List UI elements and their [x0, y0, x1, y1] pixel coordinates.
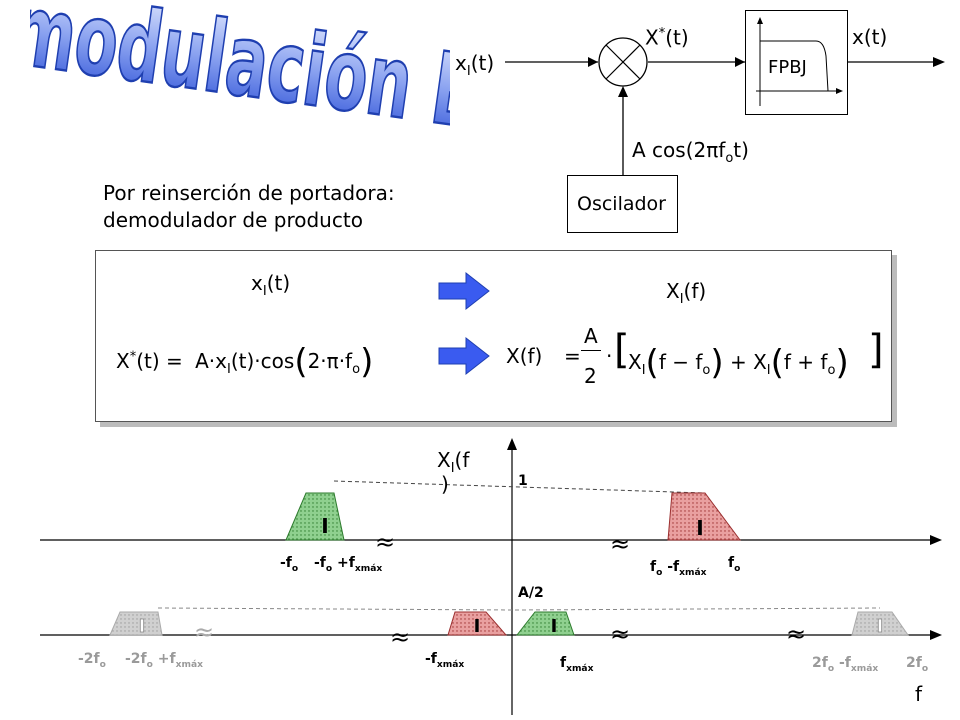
- oscillator-block: Oscilador: [567, 175, 678, 233]
- spectrum-block-top-right: [667, 492, 741, 541]
- description-line-2: demodulador de producto: [103, 208, 363, 232]
- block-diagram-wires: [505, 37, 945, 175]
- axis-break-5: ≈: [610, 620, 630, 648]
- spectrum-block-bottom-far-left: [109, 611, 163, 636]
- level-label-mid: A/2: [518, 585, 544, 601]
- filter-label: FPBJ: [768, 57, 807, 78]
- freq-signal-term: XI(f): [666, 279, 707, 307]
- axis-break-3: ≈: [194, 618, 214, 646]
- block-label-bottom-left: I: [474, 616, 481, 637]
- freq-label-neg-2fo: -2fo: [78, 651, 106, 670]
- product-signal-label: X*(t): [645, 25, 689, 50]
- arrow-icon-bottom: [438, 336, 490, 376]
- freq-label-neg-2fo-plus-fmax: -2fo +fxmáx: [125, 651, 203, 670]
- block-label-top-right: I: [696, 516, 703, 540]
- axis-break-4: ≈: [390, 623, 410, 651]
- spectrum-block-top-left: [285, 492, 345, 541]
- freq-label-neg-fo-plus-fmax: -fo +fxmáx: [314, 555, 383, 574]
- axis-break-6: ≈: [786, 620, 806, 648]
- oscillator-label: Oscilador: [577, 193, 666, 215]
- spectrum-ylabel-paren: ): [441, 472, 449, 496]
- level-label-top: 1: [518, 473, 528, 489]
- spectrum-plot: I I I I I I ≈ ≈ ≈ ≈ ≈ ≈ 1 A/2: [40, 438, 942, 715]
- spectrum-block-bottom-left: [447, 611, 508, 636]
- filter-response-icon: [756, 17, 843, 106]
- carrier-label: A cos(2πfot): [632, 138, 749, 166]
- axis-break-1: ≈: [375, 528, 395, 556]
- input-signal-label: xI(t): [455, 51, 495, 79]
- block-label-bottom-right: I: [551, 616, 558, 637]
- description-line-1: Por reinserción de portadora:: [103, 181, 395, 205]
- freq-label-fo: fo: [728, 555, 741, 574]
- formula-panel: xI(t) XI(f) X*(t) = A·xI(t)·cos(2·π·fo) …: [95, 250, 892, 422]
- freq-label-neg-fo: -fo: [280, 555, 299, 574]
- freq-label-neg-fmax: -fxmáx: [425, 651, 465, 670]
- product-equation: X*(t) = A·xI(t)·cos(2·π·fo): [116, 342, 374, 382]
- axis-break-2: ≈: [610, 530, 630, 558]
- spectrum-block-bottom-right: [515, 611, 575, 636]
- frequency-axis-label: f: [915, 682, 923, 706]
- block-label-top-left: I: [321, 514, 328, 538]
- output-signal-label: x(t): [852, 25, 888, 49]
- freq-label-fo-minus-fmax: fo -fxmáx: [650, 559, 707, 578]
- spectrum-block-bottom-far-right: [851, 611, 909, 636]
- filter-block: FPBJ: [745, 10, 848, 115]
- spectrum-ylabel: XI(f: [437, 448, 470, 476]
- arrow-icon-top: [438, 271, 490, 311]
- block-label-bottom-far-right: I: [877, 616, 884, 637]
- freq-label-2fo: 2fo: [906, 655, 929, 674]
- freq-label-2fo-minus-fmax: 2fo -fxmáx: [812, 655, 879, 674]
- time-signal-term: xI(t): [251, 271, 291, 299]
- block-label-bottom-far-left: I: [139, 616, 146, 637]
- freq-label-fmax: fxmáx: [560, 655, 594, 674]
- multiplier-symbol: [598, 37, 648, 87]
